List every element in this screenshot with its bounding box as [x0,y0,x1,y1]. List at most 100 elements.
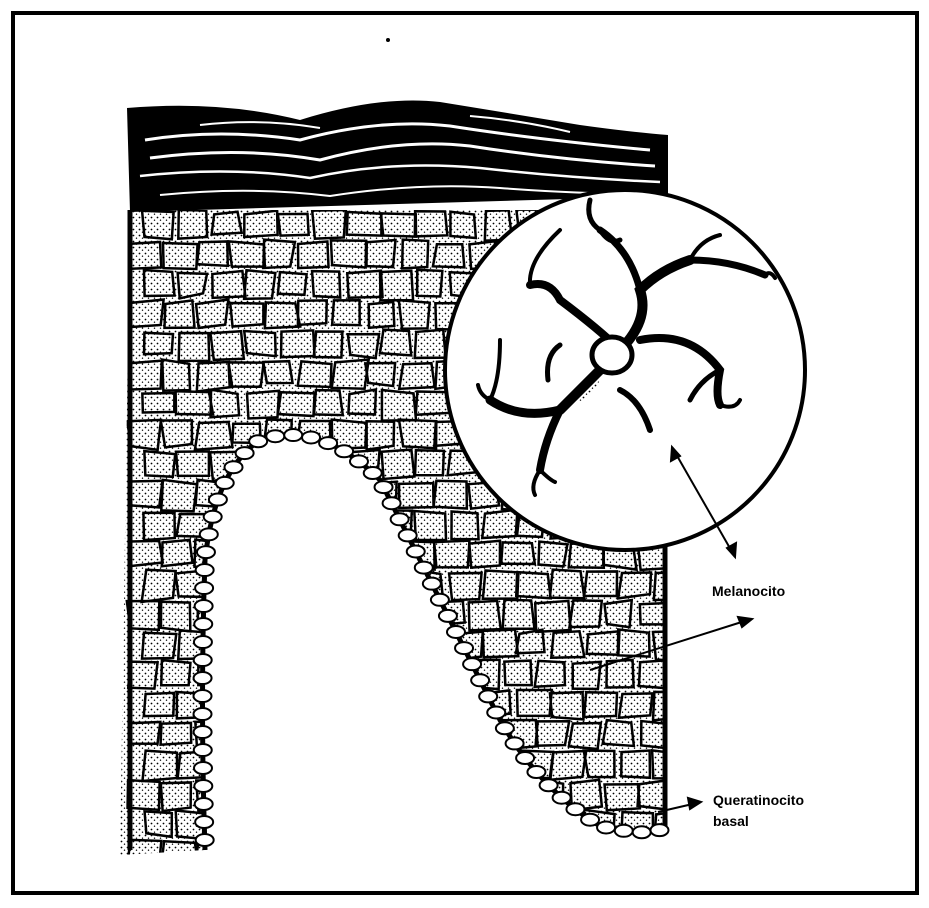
tissue-cell [245,510,278,536]
basal-keratinocyte [195,798,213,810]
melanocito-pointer-arrowhead [738,617,752,627]
tissue-cell [436,841,466,864]
tissue-cell [382,810,414,837]
tissue-cell [312,751,346,776]
tissue-cell [380,633,408,662]
basal-keratinocyte [516,752,534,764]
tissue-cell [467,721,500,747]
tissue-cell [346,813,378,839]
tissue-cell [297,781,333,808]
basal-keratinocyte [364,467,382,479]
tissue-cell [366,780,399,811]
melanocito-label: Melanocito [712,583,785,599]
tissue-cell [448,692,479,718]
tissue-cell [399,660,430,690]
tissue-cell [416,630,447,658]
tissue-cell [266,541,300,570]
tissue-cell [331,722,360,749]
basal-keratinocyte [415,562,433,574]
basal-keratinocyte [375,481,393,493]
tissue-cell [347,571,379,599]
tissue-cell [244,633,276,657]
tissue-cell [229,540,264,565]
basal-keratinocyte [553,792,571,804]
tissue-cell [300,662,330,688]
basal-keratinocyte [540,779,558,791]
basal-keratinocyte [194,708,212,720]
tissue-cell [331,661,366,688]
basal-keratinocyte [194,780,212,792]
tissue-cell [213,752,243,777]
basal-keratinocyte [196,564,214,576]
tissue-cell [414,810,443,836]
tissue-cell [368,723,400,750]
tissue-cell [315,632,346,659]
basal-keratinocyte [527,766,545,778]
tissue-cell [604,843,637,868]
basal-keratinocyte [506,737,524,749]
tissue-cell [331,540,364,569]
basal-keratinocyte [319,437,337,449]
basal-keratinocyte [633,826,651,838]
tissue-cell [399,843,432,867]
tissue-cell [346,750,381,778]
basal-keratinocyte [463,658,481,670]
tissue-cell [450,810,478,836]
tissue-cell [334,783,364,810]
tissue-cell [229,783,259,808]
basal-keratinocyte [249,435,267,447]
basal-keratinocyte [566,803,584,815]
tissue-cell [517,810,549,837]
tissue-cell [279,451,308,478]
tissue-cell [264,722,297,746]
tissue-cell [297,482,333,504]
tissue-cell [230,720,259,750]
tissue-cell [569,841,606,868]
tissue-cell [383,690,417,722]
basal-keratinocyte [196,834,214,846]
basal-keratinocyte [407,545,425,557]
tissue-cell [245,753,280,780]
tissue-cell [416,693,448,719]
tissue-cell [278,812,310,837]
tissue-cell [333,480,369,508]
tissue-cell [263,482,296,507]
tissue-cell [230,480,263,509]
tissue-cell [278,570,314,599]
tissue-cell [300,540,328,565]
basal-keratinocyte [194,744,212,756]
tissue-cell [505,782,538,811]
tissue-cell [346,634,374,659]
basal-keratinocyte [496,722,514,734]
tissue-cell [210,631,241,656]
tissue-cell [366,663,393,690]
basal-keratinocyte [197,546,215,558]
tissue-cell [315,690,344,721]
tissue-cell [230,661,259,690]
tissue-cell [210,814,244,841]
tissue-cell [314,570,341,600]
tissue-cell [266,601,296,629]
tissue-cell [279,510,310,539]
tissue-cell [298,840,330,865]
queratinocito-label-line2: basal [713,813,749,829]
melanocyte-inset [445,190,805,550]
basal-keratinocyte [194,636,212,648]
basal-keratinocyte [455,642,473,654]
tissue-cell [380,753,414,776]
tissue-cell [315,811,343,839]
tissue-cell [212,693,239,718]
basal-keratinocyte [195,582,213,594]
tissue-cell [366,601,393,632]
basal-keratinocyte [302,431,320,443]
tissue-cell [299,600,334,629]
tissue-cell [365,541,398,571]
tissue-cell [485,810,511,839]
tissue-cell [246,571,274,598]
tissue-cell [450,752,482,780]
tissue-cell [484,751,512,778]
basal-keratinocyte [284,429,302,441]
basal-keratinocyte [194,618,212,630]
tissue-cell [212,570,245,601]
tissue-cell [278,692,310,719]
